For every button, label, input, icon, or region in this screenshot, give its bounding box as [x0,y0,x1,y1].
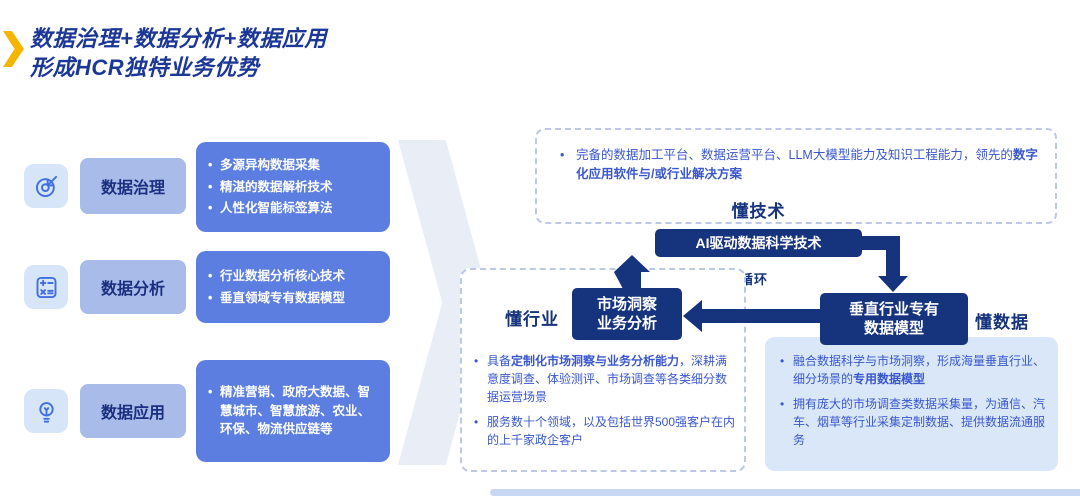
calculator-icon [36,276,56,298]
bullet-item: 服务数十个领域，以及包括世界500强客户在内的上千家政企客户 [474,413,736,449]
bullet-item: 垂直领域专有数据模型 [208,289,378,308]
bullet-item: 具备定制化市场洞察与业务分析能力，深耕满意度调查、体验测评、市场调查等各类细分数… [474,352,736,406]
data-governance-tile [24,164,68,208]
bullet-item: 精湛的数据解析技术 [208,178,378,197]
row-label-analysis: 数据分析 [80,260,186,314]
title-line-2: 形成HCR独特业务优势 [30,55,260,80]
market-box-line-2: 业务分析 [596,315,657,332]
row-label-application: 数据应用 [80,384,186,438]
bullet-item: 多源异构数据采集 [208,156,378,175]
data-analysis-tile [24,265,68,309]
industry-bullet-list: 具备定制化市场洞察与业务分析能力，深耕满意度调查、体验测评、市场调查等各类细分数… [474,352,736,456]
bottom-accent-bar [490,489,1080,496]
ai-data-science-box: AI驱动数据科学技术 [655,229,862,257]
arrow-right-down-icon [862,236,908,292]
analysis-bullet-box: 行业数据分析核心技术 垂直领域专有数据模型 [196,251,390,323]
bullet-item: 融合数据科学与市场洞察，形成海量垂直行业、细分场景的专用数据模型 [780,352,1046,388]
vertical-box-line-1: 垂直行业专有 [848,300,939,318]
title-line-1: 数据治理+数据分析+数据应用 [30,26,327,51]
target-arrow-icon [35,175,57,197]
vertical-box-line-2: 数据模型 [863,320,924,337]
governance-bullet-list: 多源异构数据采集 精湛的数据解析技术 人性化智能标签算法 [208,153,378,221]
bullet-item: 行业数据分析核心技术 [208,267,378,286]
bullet-item: 人性化智能标签算法 [208,199,378,218]
market-box-line-1: 市场洞察 [596,295,657,313]
bullet-item: 拥有庞大的市场调查类数据采集量，为通信、汽车、烟草等行业采集定制数据、提供数据流… [780,395,1046,449]
tech-panel-text: 完备的数据加工平台、数据运营平台、LLM大模型能力及知识工程能力，领先的数字化应… [552,146,1050,185]
vertical-model-box: 垂直行业专有 数据模型 [820,293,968,345]
title-arrow-icon [3,31,24,67]
data-application-tile [24,389,68,433]
lightbulb-icon [38,401,54,423]
market-insight-box: 市场洞察 业务分析 [572,288,682,340]
page-title: 数据治理+数据分析+数据应用 形成HCR独特业务优势 [30,24,327,82]
know-data-label: 懂数据 [975,313,1029,332]
row-label-governance: 数据治理 [80,158,186,214]
data-bullet-list: 融合数据科学与市场洞察，形成海量垂直行业、细分场景的专用数据模型 拥有庞大的市场… [780,352,1046,456]
bullet-item: 精准营销、政府大数据、智慧城市、智慧旅游、农业、环保、物流供应链等 [208,383,378,439]
know-tech-label: 懂技术 [731,202,786,221]
application-bullet-box: 精准营销、政府大数据、智慧城市、智慧旅游、农业、环保、物流供应链等 [196,360,390,462]
governance-bullet-box: 多源异构数据采集 精湛的数据解析技术 人性化智能标签算法 [196,142,390,232]
analysis-bullet-list: 行业数据分析核心技术 垂直领域专有数据模型 [208,264,378,311]
know-industry-label: 懂行业 [505,310,559,329]
application-bullet-list: 精准营销、政府大数据、智慧城市、智慧旅游、农业、环保、物流供应链等 [208,380,378,442]
